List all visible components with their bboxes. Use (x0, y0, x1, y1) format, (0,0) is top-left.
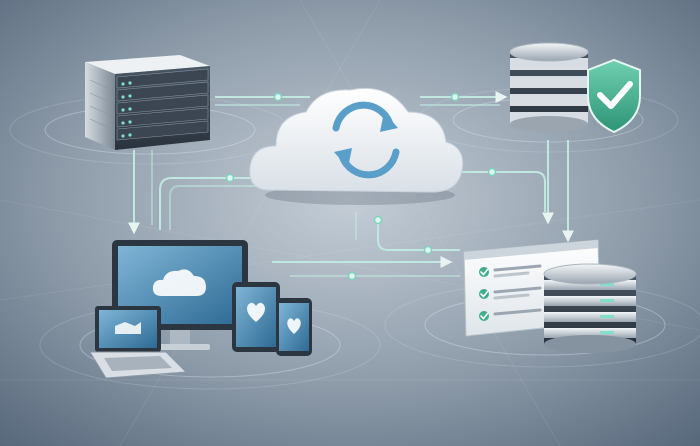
phone-icon (276, 298, 312, 356)
tablet-icon (232, 282, 280, 352)
server-rack-icon (85, 55, 210, 150)
monitor-cloud-icon (152, 269, 206, 296)
devices-group (89, 240, 312, 379)
checkmark-icon (597, 81, 633, 109)
database-stack-icon (543, 263, 637, 353)
shield-icon (587, 58, 641, 134)
connection-nodes (225, 92, 497, 281)
monitor-icon (112, 240, 248, 350)
cloud-sync-icon (249, 87, 464, 205)
database-shield-icon (509, 42, 641, 134)
backup-storage-group (463, 239, 637, 353)
phone-heart-icon (287, 318, 301, 334)
tablet-heart-icon (247, 302, 265, 322)
connection-lines (128, 91, 574, 277)
laptop-icon (89, 306, 188, 379)
